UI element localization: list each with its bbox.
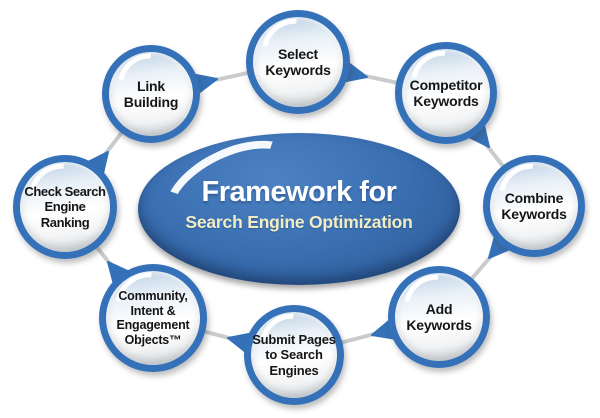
node-label: Check Search Engine Ranking xyxy=(24,184,106,230)
node-competitor-keywords: Competitor Keywords xyxy=(395,38,497,144)
node-label: Community, Intent & Engagement Objects™ xyxy=(116,289,190,347)
node-label: Submit Pages to Search Engines xyxy=(252,332,336,378)
node-label: Add Keywords xyxy=(406,300,472,333)
node-link-building: Link Building xyxy=(102,42,200,143)
node-select-keywords: Select Keywords xyxy=(246,6,350,114)
node-label: Link Building xyxy=(123,77,179,110)
node-label: Competitor Keywords xyxy=(409,76,483,109)
node-add-keywords: Add Keywords xyxy=(388,262,490,368)
node-submit-pages: Submit Pages to Search Engines xyxy=(244,302,344,405)
node-check-search-engine-ranking: Check Search Engine Ranking xyxy=(13,151,117,259)
center-ellipse: Framework for Search Engine Optimization xyxy=(138,121,460,285)
diagram-title: Framework for xyxy=(201,175,397,208)
node-label: Select Keywords xyxy=(265,45,331,78)
node-label: Combine Keywords xyxy=(501,189,567,222)
node-combine-keywords: Combine Keywords xyxy=(483,151,585,257)
node-community-objects: Community, Intent & Engagement Objects™ xyxy=(99,260,207,372)
diagram-subtitle: Search Engine Optimization xyxy=(185,211,413,232)
